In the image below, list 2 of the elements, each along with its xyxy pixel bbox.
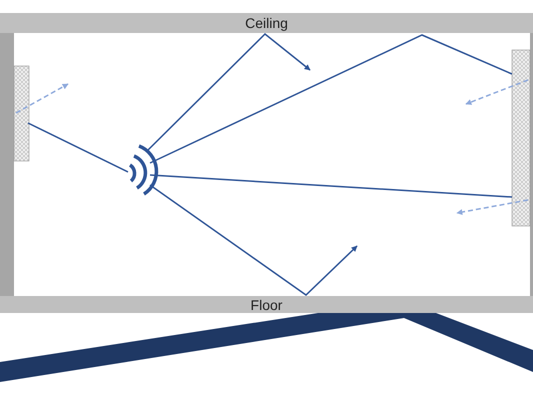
floor-band: Floor	[0, 296, 533, 313]
ceiling-band: Ceiling	[0, 13, 533, 33]
